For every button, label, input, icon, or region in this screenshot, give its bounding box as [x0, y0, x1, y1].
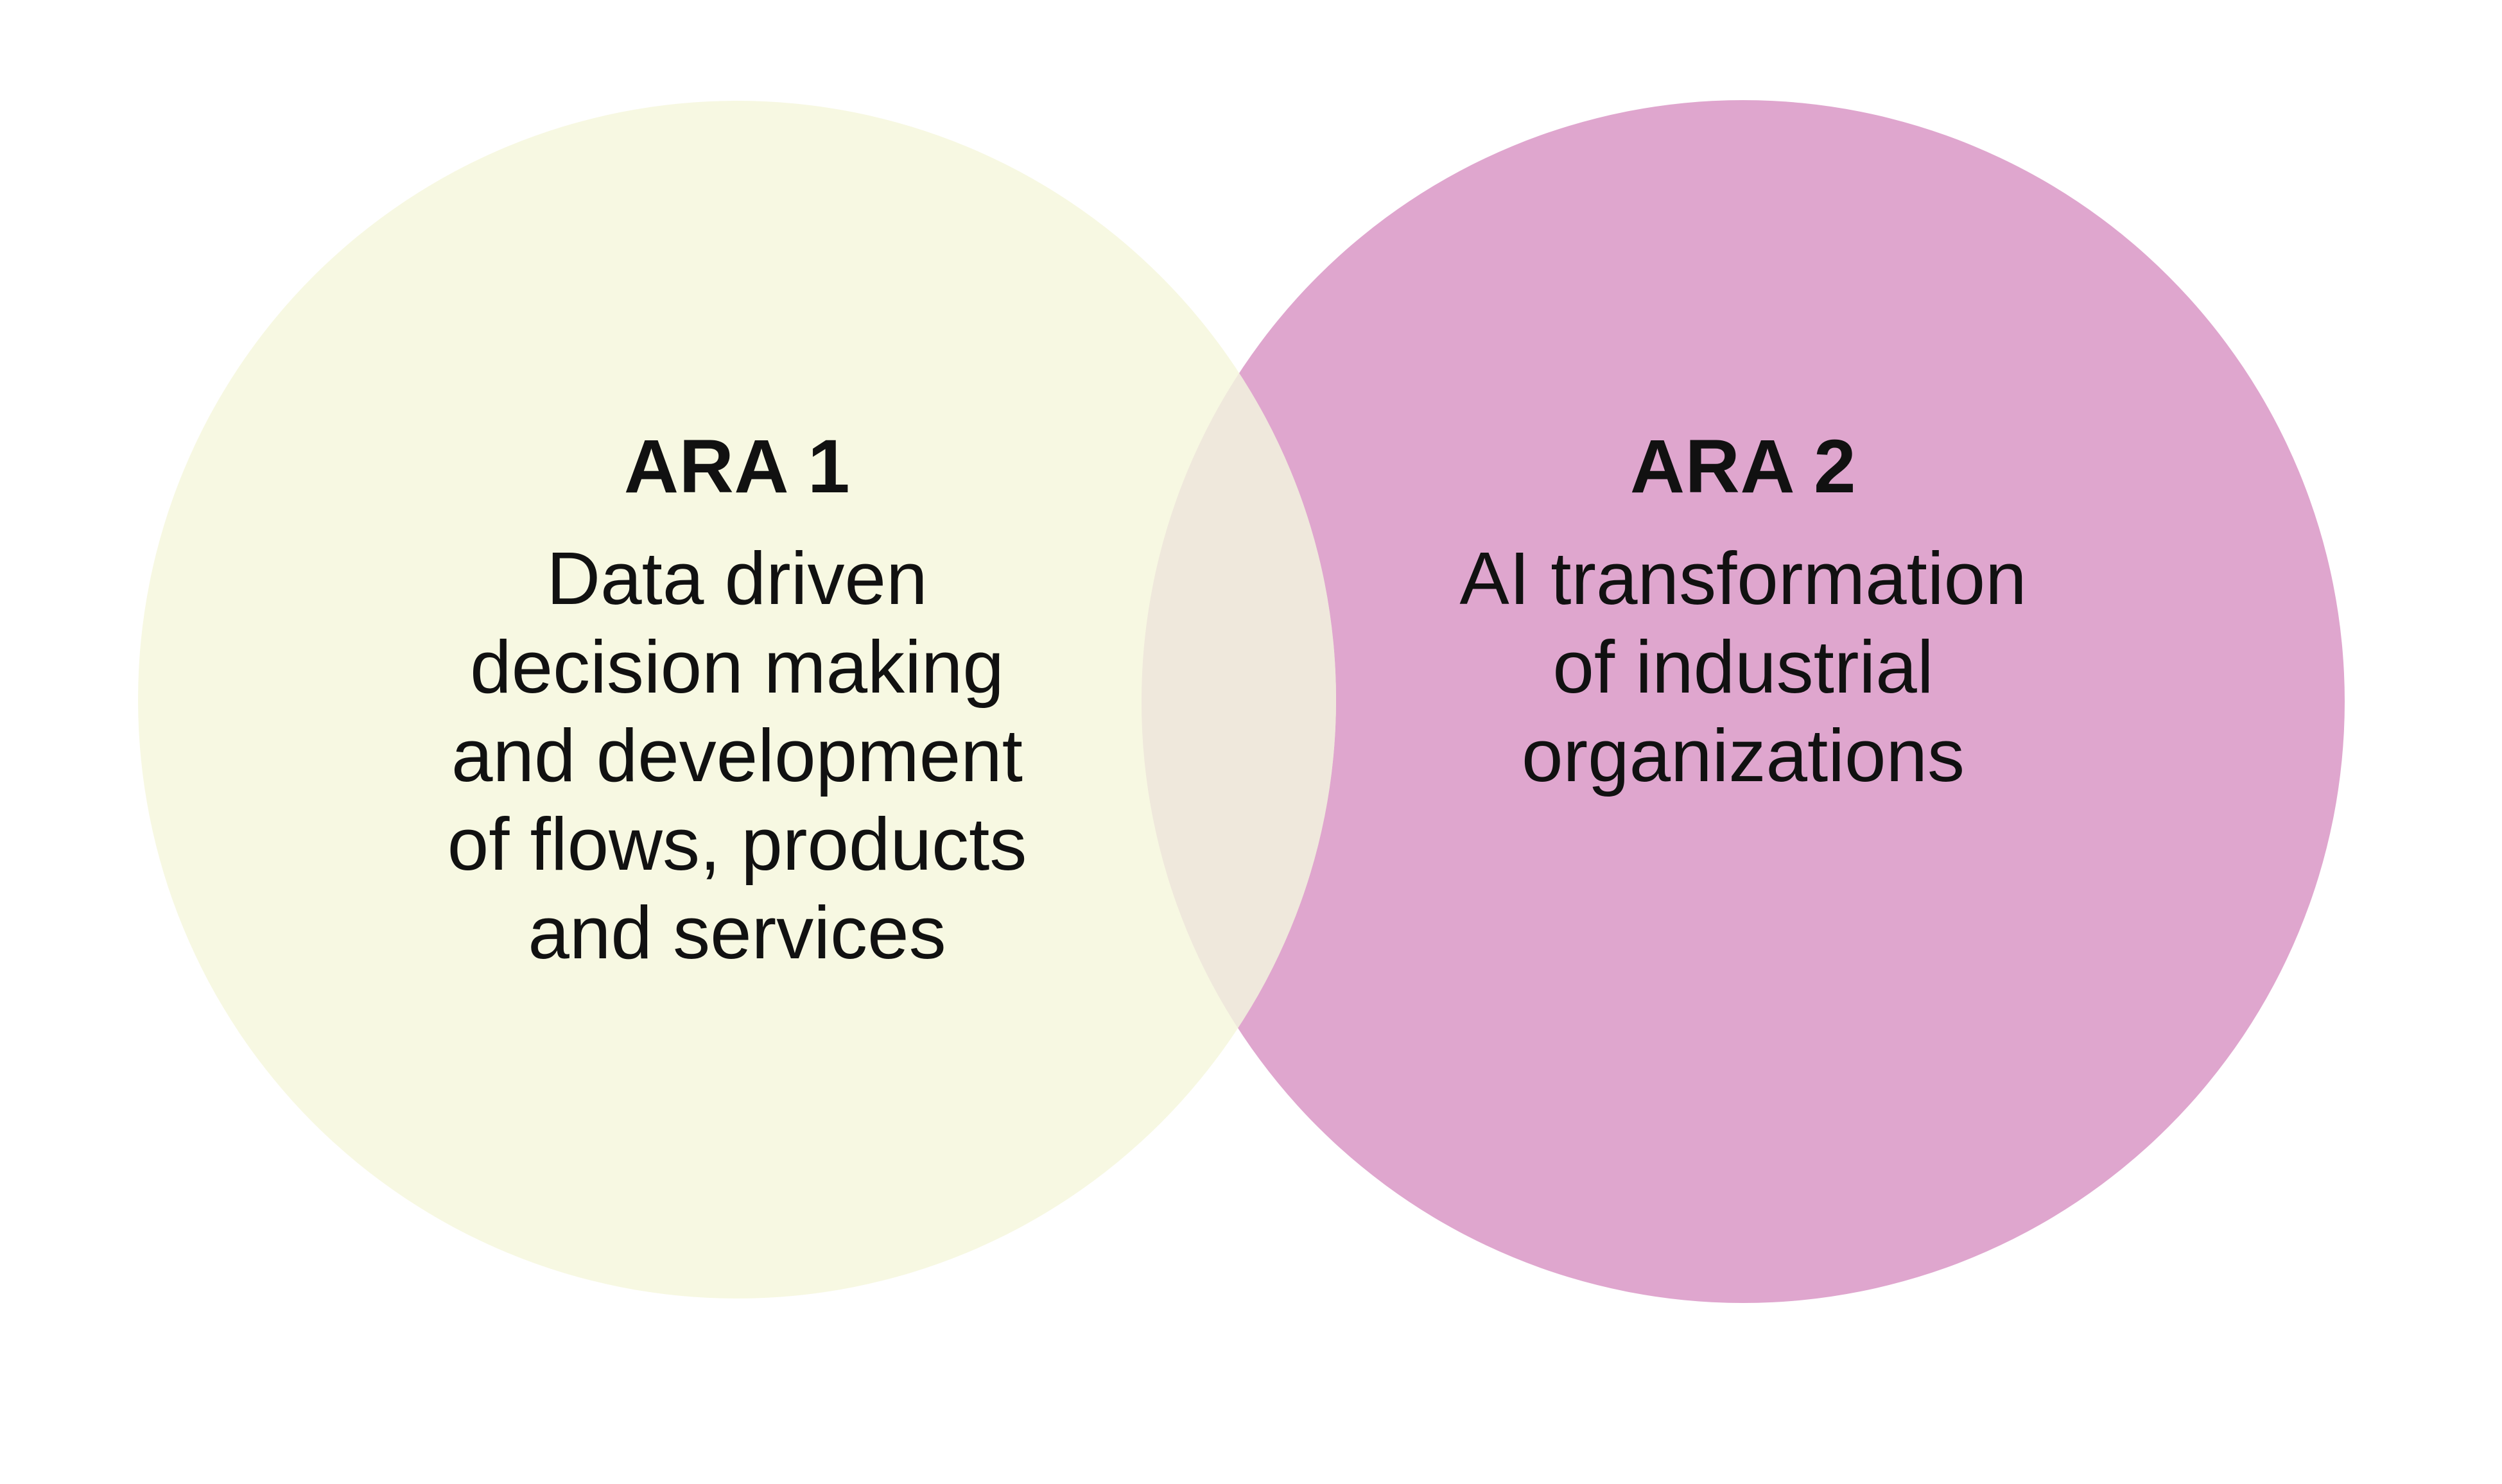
venn-description-right: AI transformation of industrial organiza…	[1351, 534, 2135, 800]
venn-description-left-line-5: and services	[528, 891, 946, 975]
venn-title-right: ARA 2	[1629, 424, 1857, 509]
venn-circle-right[interactable]	[1142, 100, 2345, 1303]
venn-label-group-left: ARA 1 Data driven decision making and de…	[358, 429, 1116, 977]
venn-label-group-right: ARA 2 AI transformation of industrial or…	[1351, 429, 2135, 800]
venn-description-left-line-1: Data driven	[546, 537, 928, 620]
venn-circle-left[interactable]	[138, 101, 1336, 1298]
venn-description-right-line-3: organizations	[1522, 714, 1965, 798]
venn-description-right-line-1: AI transformation	[1459, 537, 2027, 620]
venn-description-right-line-2: of industrial	[1552, 625, 1934, 709]
venn-description-left: Data driven decision making and developm…	[358, 534, 1116, 977]
venn-description-left-line-4: of flows, products	[447, 802, 1027, 886]
venn-title-left: ARA 1	[623, 424, 851, 509]
venn-description-left-line-2: decision making	[470, 625, 1004, 709]
venn-description-left-line-3: and development	[451, 714, 1023, 798]
